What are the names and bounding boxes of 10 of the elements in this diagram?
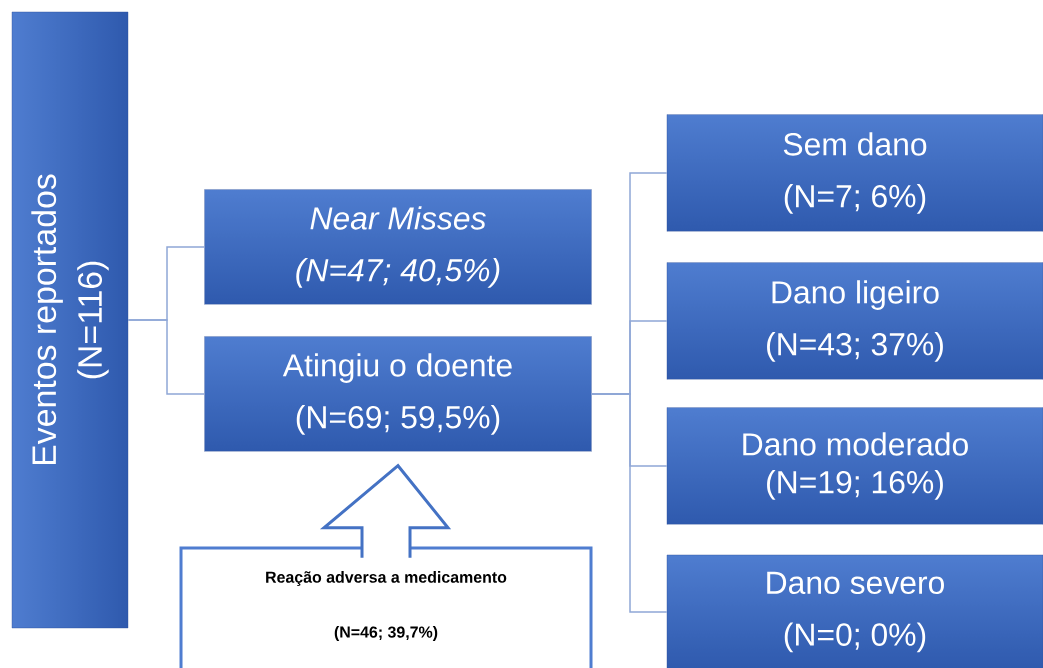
process-box: Dano severo (N=0; 0%) (666, 554, 1043, 668)
process-box: Atingiu o doente (N=69; 59,5%) (204, 336, 592, 452)
process-box: Eventos reportados (N=116) (11, 11, 129, 629)
process-box: Near Misses (N=47; 40,5%) (204, 189, 592, 305)
block-arrow (319, 463, 452, 560)
process-box: Sem dano (N=7; 6%) (666, 114, 1043, 232)
process-box: Dano moderado (N=19; 16%) (666, 407, 1043, 525)
process-box: Dano ligeiro (N=43; 37%) (666, 262, 1043, 380)
callout-box: Reação adversa a medicamento (N=46; 39,7%) (179, 546, 593, 668)
connector-line (127, 319, 206, 395)
